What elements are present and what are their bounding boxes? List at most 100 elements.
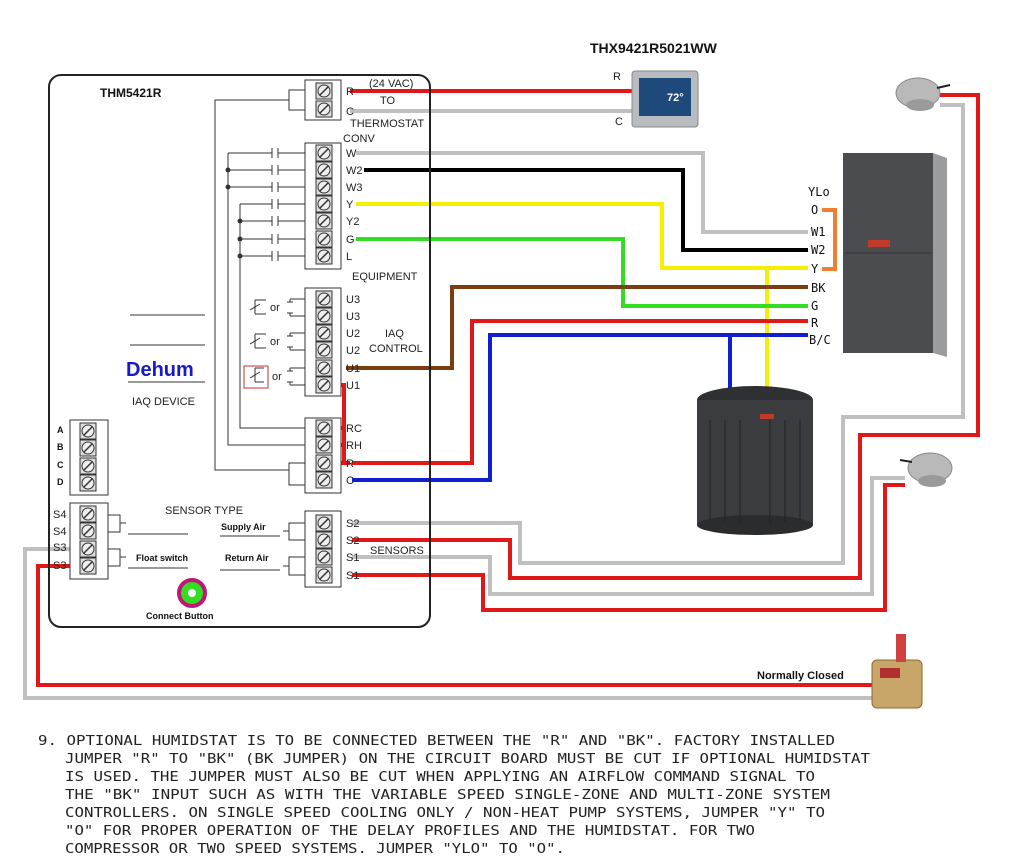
conv-label: CONV xyxy=(343,133,375,145)
furnace-terminal-label: Y xyxy=(811,262,819,276)
dehum-label: Dehum xyxy=(126,359,194,381)
furnace-terminal-label: W2 xyxy=(811,243,825,257)
terminal-label: C xyxy=(57,460,64,470)
wire-g xyxy=(356,237,808,308)
jumper-o-y xyxy=(822,208,837,271)
normally-closed-label: Normally Closed xyxy=(757,670,844,682)
wire-w2 xyxy=(364,168,808,252)
note-to: TO xyxy=(380,95,396,107)
terminal-label: S1 xyxy=(346,552,359,564)
wire-s1-gray xyxy=(352,476,905,596)
or-label: or xyxy=(270,302,280,314)
wire-s3-gray xyxy=(23,547,875,700)
furnace-terminal-label: YLo xyxy=(808,185,830,199)
terminal-label: S2 xyxy=(346,518,359,530)
thermostat-display-temp: 72° xyxy=(667,92,684,104)
furnace-terminal-label: O xyxy=(811,203,818,217)
terminal-label: R xyxy=(346,458,354,470)
terminal-label-c: C xyxy=(346,106,354,118)
sensors-caption: SENSORS xyxy=(370,545,424,557)
note-24vac: (24 VAC) xyxy=(369,78,413,90)
sensor-type-title: SENSOR TYPE xyxy=(165,505,243,517)
thm5421r-board: THM5421R R C (24 VAC) TO THERMOSTAT CO xyxy=(48,74,431,628)
terminal-label: Y xyxy=(346,199,354,211)
terminal-block-iaq: U3 U3 U2 U2 U1 U1 IAQ CONTROL or or or xyxy=(243,287,423,397)
terminal-label-r: R xyxy=(346,86,354,98)
control-caption: CONTROL xyxy=(369,343,423,355)
terminal-label: W xyxy=(346,148,357,160)
terminal-block-abcd: A B C D xyxy=(57,419,109,496)
note-line: COMPRESSOR OR TWO SPEED SYSTEMS. JUMPER … xyxy=(65,842,565,857)
terminal-label: U2 xyxy=(346,328,360,340)
terminal-label: D xyxy=(57,477,64,487)
iaq-caption: IAQ xyxy=(385,328,404,340)
return-air-sensor xyxy=(899,452,953,487)
thermostat: THX9421R5021WW R C 72° xyxy=(590,40,718,128)
terminal-label: W2 xyxy=(346,165,363,177)
terminal-label: U1 xyxy=(346,363,360,375)
contact-symbols: or or or xyxy=(243,298,305,389)
thermostat-c-label: C xyxy=(615,116,623,128)
connect-button-label: Connect Button xyxy=(146,611,214,621)
thermostat-model: THX9421R5021WW xyxy=(590,40,718,56)
terminal-label: A xyxy=(57,425,64,435)
wire-w xyxy=(356,151,808,234)
connect-button[interactable]: Connect Button xyxy=(146,578,214,621)
furnace: YLo O W1 W2 Y BK G R B/C xyxy=(808,153,947,357)
furnace-terminal-label: R xyxy=(811,316,819,330)
thermostat-r-label: R xyxy=(613,71,621,83)
wire-s2-red xyxy=(352,93,980,580)
note-line: IS USED. THE JUMPER MUST ALSO BE CUT WHE… xyxy=(65,770,815,785)
terminal-block-thermostat: R C (24 VAC) TO THERMOSTAT xyxy=(304,78,424,130)
board-model: THM5421R xyxy=(100,86,162,100)
equipment-caption: EQUIPMENT xyxy=(352,271,418,283)
note-line: THE "BK" INPUT SUCH AS WITH THE VARIABLE… xyxy=(65,788,830,803)
terminal-label: U1 xyxy=(346,380,360,392)
note-line: CONTROLLERS. ON SINGLE SPEED COOLING ONL… xyxy=(65,806,825,821)
or-label: or xyxy=(272,371,282,383)
float-switch-label: Float switch xyxy=(136,553,188,563)
wire-bk xyxy=(346,285,808,370)
furnace-terminal-label: BK xyxy=(811,281,826,295)
return-air-label: Return Air xyxy=(225,553,269,563)
terminal-label: U3 xyxy=(346,294,360,306)
note-line: "O" FOR PROPER OPERATION OF THE DELAY PR… xyxy=(65,824,755,839)
terminal-label: S1 xyxy=(346,570,359,582)
wire-s1-red xyxy=(352,483,905,612)
note-line: JUMPER "R" TO "BK" (BK JUMPER) ON THE CI… xyxy=(65,752,870,767)
terminal-label: Y2 xyxy=(346,216,359,228)
or-label: or xyxy=(270,336,280,348)
wire-r xyxy=(352,319,808,465)
terminal-label: U2 xyxy=(346,345,360,357)
terminal-block-equipment: CONV W W2 W3 Y Y2 G L EQUIPMENT xyxy=(304,133,418,283)
furnace-terminal-label: B/C xyxy=(809,333,831,347)
terminal-block-s: S4 S4 S3 S3 xyxy=(53,502,126,580)
capacitor-lines xyxy=(225,148,305,261)
terminal-label: S2 xyxy=(346,535,359,547)
terminal-label: W3 xyxy=(346,182,363,194)
terminal-label: S4 xyxy=(53,526,66,538)
furnace-terminal-label: W1 xyxy=(811,225,825,239)
jumper-rc-rh-r xyxy=(332,383,350,465)
terminal-label: S3 xyxy=(53,542,66,554)
sensor-type: SENSOR TYPE Supply Air Return Air Float … xyxy=(128,505,280,571)
wire-s3-red xyxy=(36,564,875,687)
terminal-label: L xyxy=(346,251,352,263)
furnace-terminal-label: G xyxy=(811,299,818,313)
iaq-device: Dehum IAQ DEVICE xyxy=(126,314,205,408)
terminal-label: B xyxy=(57,442,64,452)
float-switch: Normally Closed xyxy=(757,634,923,709)
supply-air-sensor xyxy=(895,77,951,111)
note-line: 9. OPTIONAL HUMIDSTAT IS TO BE CONNECTED… xyxy=(38,734,835,749)
terminal-label: RH xyxy=(346,440,362,452)
note-thermostat: THERMOSTAT xyxy=(350,118,424,130)
terminal-label: G xyxy=(346,234,355,246)
terminal-label: S3 xyxy=(53,560,66,572)
terminal-block-sensors: S2 S2 S1 S1 SENSORS xyxy=(283,510,424,588)
ac-condenser xyxy=(697,386,813,535)
installation-note: 9. OPTIONAL HUMIDSTAT IS TO BE CONNECTED… xyxy=(38,734,870,857)
terminal-label: U3 xyxy=(346,311,360,323)
wire-c xyxy=(352,333,808,482)
supply-air-label: Supply Air xyxy=(221,522,266,532)
